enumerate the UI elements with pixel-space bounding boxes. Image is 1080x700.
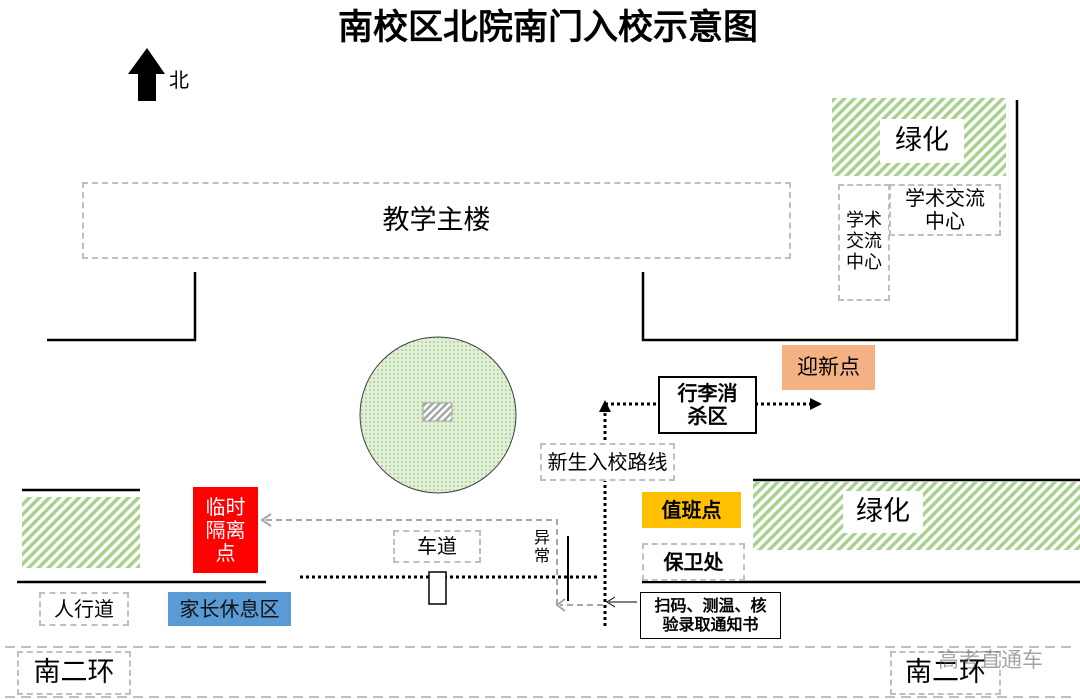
- road-label-left: 南二环: [17, 651, 131, 695]
- entry-route-arrow-right-icon: [810, 398, 822, 410]
- building-wall-right: [641, 100, 1019, 342]
- exchange-center-wide-line: 学术交流: [905, 186, 985, 210]
- isolation-point-line: 点: [215, 540, 236, 565]
- abnormal-label: 异 常: [530, 524, 554, 570]
- north-label: 北: [169, 67, 189, 92]
- road-label-right: 南二环: [890, 651, 1001, 695]
- circle-center-marker: [422, 402, 453, 422]
- checkpoint-box: 扫码、测温、核 验录取通知书: [640, 592, 781, 639]
- luggage-disinfection-line: 行李消: [677, 381, 738, 405]
- checkpoint-pointer-arrow-icon: [606, 596, 616, 608]
- greenery-left-area: [22, 497, 140, 568]
- greenery-bottom-right-label: 绿化: [843, 491, 923, 533]
- exchange-center-narrow: 学术 交流 中心: [838, 184, 890, 301]
- exchange-center-narrow-line: 学术: [846, 210, 882, 232]
- entry-route-label: 新生入校路线: [540, 443, 675, 481]
- luggage-disinfection-area: 行李消 杀区: [658, 376, 757, 434]
- greenery-top-right-label: 绿化: [880, 119, 964, 163]
- temporary-isolation-point: 临时 隔离 点: [193, 487, 258, 573]
- building-wall-left: [47, 272, 197, 342]
- isolation-point-line: 隔离: [205, 517, 246, 542]
- isolation-arrow-icon: [260, 513, 272, 527]
- watermark: 高考直通车: [938, 648, 1043, 672]
- entry-route-arrow-up-icon: [599, 400, 611, 412]
- duty-point: 值班点: [642, 492, 741, 528]
- exchange-center-narrow-line: 中心: [846, 251, 882, 273]
- checkpoint-line: 扫码、测温、核: [654, 596, 767, 616]
- exchange-center-narrow-line: 交流: [846, 231, 882, 253]
- welcome-point: 迎新点: [782, 345, 875, 390]
- main-teaching-building: 教学主楼: [82, 182, 791, 259]
- isolation-point-line: 临时: [205, 494, 246, 519]
- parent-rest-area: 家长休息区: [168, 592, 291, 626]
- north-arrow-icon: [128, 48, 165, 101]
- exchange-center-wide-line: 中心: [925, 209, 965, 233]
- gate-marker: [428, 571, 447, 605]
- security-office: 保卫处: [642, 543, 745, 581]
- sidewalk-label: 人行道: [39, 592, 129, 626]
- luggage-disinfection-line: 杀区: [687, 404, 728, 428]
- page-title: 南校区北院南门入校示意图: [337, 8, 758, 48]
- abnormal-route-to-isolation: [266, 519, 558, 605]
- driveway-label: 车道: [393, 530, 481, 563]
- checkpoint-line: 验录取通知书: [662, 614, 759, 634]
- main-teaching-building-label: 教学主楼: [382, 204, 491, 236]
- abnormal-label-char: 常: [533, 546, 550, 565]
- abnormal-label-char: 异: [533, 527, 550, 547]
- exchange-center-wide: 学术交流 中心: [889, 184, 1001, 236]
